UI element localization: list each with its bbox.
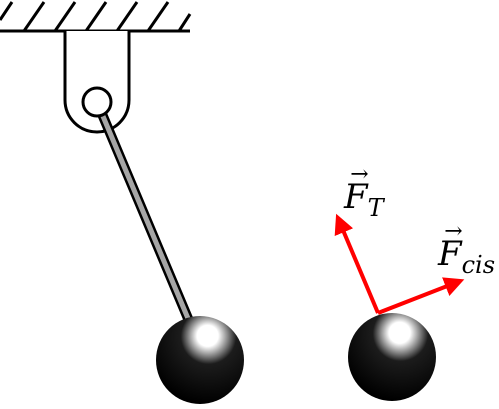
centrifugal-force-vector: →F xyxy=(438,221,463,274)
centrifugal-force-arrow-icon xyxy=(377,277,465,315)
force-subscript: cis xyxy=(461,251,496,279)
tension-force-arrow-icon xyxy=(334,213,380,314)
pivot-pin xyxy=(81,86,113,118)
free-body-diagram xyxy=(334,213,465,401)
pendulum-bob xyxy=(156,316,244,404)
pivot-bracket xyxy=(63,31,131,134)
ceiling-mount xyxy=(0,1,192,33)
tension-force-vector: →F xyxy=(344,164,369,217)
vector-arrow-icon: → xyxy=(350,162,369,187)
force-subscript: T xyxy=(367,194,384,222)
force-symbol: F xyxy=(438,234,462,274)
vector-arrow-icon: → xyxy=(444,219,463,244)
force-symbol: F xyxy=(344,177,368,217)
pendulum-rod xyxy=(92,97,205,352)
centrifugal-force-label: →Fcis xyxy=(438,221,496,279)
tension-force-label: →FT xyxy=(344,164,384,222)
ceiling-hatch xyxy=(0,1,192,32)
free-body-ball xyxy=(348,313,436,401)
